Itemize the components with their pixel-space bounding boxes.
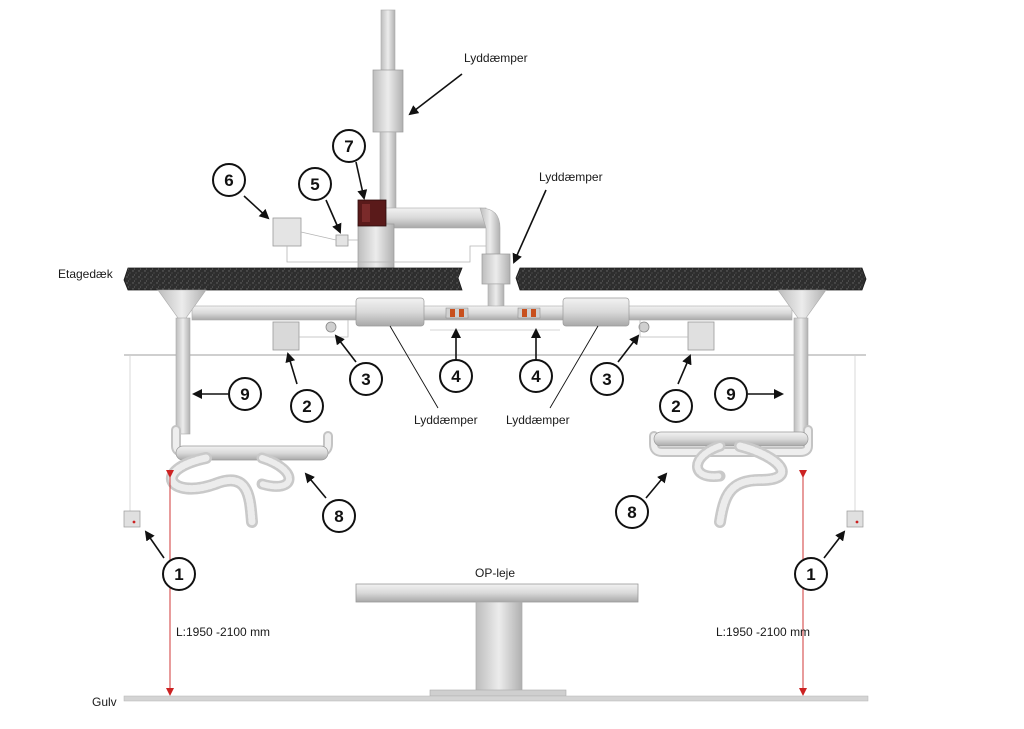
hose-unit-left bbox=[166, 425, 333, 528]
callout-7-circle bbox=[332, 129, 366, 163]
callout-numbers: 6 5 7 9 9 2 2 3 3 4 4 8 8 1 1 bbox=[174, 137, 815, 584]
wire-box2-left bbox=[299, 320, 349, 338]
control-box-2-left bbox=[272, 321, 300, 351]
label-length-right: L:1950 -2100 mm bbox=[716, 625, 810, 639]
callout-9-right: 9 bbox=[726, 385, 735, 404]
arrow-2-right bbox=[677, 354, 692, 385]
callout-1-left: 1 bbox=[174, 565, 183, 584]
upper-elbow bbox=[479, 207, 501, 255]
callout-circles bbox=[162, 129, 828, 591]
callout-5: 5 bbox=[310, 175, 319, 194]
arrow-3-left bbox=[334, 334, 357, 363]
wire-box2-right bbox=[639, 320, 688, 338]
label-silencer-mid: Lyddæmper bbox=[539, 170, 603, 184]
label-floor: Gulv bbox=[92, 695, 117, 709]
upper-horizontal-duct bbox=[379, 207, 487, 229]
callout-6-circle bbox=[212, 163, 246, 197]
label-ceiling: Etagedæk bbox=[58, 267, 114, 281]
arrow-7 bbox=[355, 161, 368, 200]
arrow-1-left bbox=[144, 530, 165, 559]
label-length-left: L:1950 -2100 mm bbox=[176, 625, 270, 639]
callout-4-left: 4 bbox=[451, 367, 461, 386]
callout-4-right-circle bbox=[519, 359, 553, 393]
ceiling-slab-left bbox=[123, 267, 463, 291]
arrow-silencer-top bbox=[408, 73, 463, 116]
arrow-2-left bbox=[285, 352, 298, 385]
main-horizontal-duct bbox=[191, 305, 793, 321]
wall-switch-1-left bbox=[123, 510, 141, 528]
exhaust-pipe-top bbox=[380, 9, 396, 73]
callout-8-left: 8 bbox=[334, 507, 343, 526]
fan-housing bbox=[357, 223, 395, 269]
label-silencer-low-left: Lyddæmper bbox=[414, 413, 478, 427]
control-box-6 bbox=[272, 217, 302, 247]
callout-2-left: 2 bbox=[302, 397, 311, 416]
callout-9-left-circle bbox=[228, 377, 262, 411]
callout-8-right-circle bbox=[615, 495, 649, 529]
floor-line bbox=[123, 695, 869, 702]
callout-3-left-circle bbox=[349, 362, 383, 396]
callout-2-right: 2 bbox=[671, 397, 680, 416]
silencer-mid bbox=[481, 253, 511, 285]
damper-3-left bbox=[325, 321, 337, 333]
operating-table-column bbox=[475, 601, 523, 693]
callout-9-right-circle bbox=[714, 377, 748, 411]
label-table: OP-leje bbox=[475, 566, 515, 580]
silencer-low-left bbox=[355, 297, 425, 327]
heater-left bbox=[445, 307, 469, 319]
hose-unit-right bbox=[649, 425, 813, 528]
silencer-low-right bbox=[562, 297, 630, 327]
arrow-8-left bbox=[304, 472, 327, 499]
callout-3-right: 3 bbox=[602, 370, 611, 389]
fan-motor-highlight bbox=[362, 204, 370, 222]
callout-4-right: 4 bbox=[531, 367, 541, 386]
callout-5-circle bbox=[298, 167, 332, 201]
arrow-5 bbox=[325, 199, 342, 234]
control-wire-6-5 bbox=[300, 231, 337, 241]
exhaust-pipe-mid bbox=[379, 131, 397, 211]
callout-2-right-circle bbox=[659, 389, 693, 423]
label-silencer-low-right: Lyddæmper bbox=[506, 413, 570, 427]
control-wire-upper bbox=[286, 245, 486, 263]
operating-table-base bbox=[429, 689, 567, 697]
damper-3-right bbox=[638, 321, 650, 333]
wall-switch-1-right-led bbox=[855, 520, 859, 524]
arrow-8-right bbox=[645, 472, 668, 499]
leader-silencer-low-right bbox=[549, 325, 599, 409]
callout-2-left-circle bbox=[290, 389, 324, 423]
leader-silencer-low-left bbox=[389, 325, 439, 409]
pointer-arrows bbox=[144, 73, 846, 559]
sensor-box-5 bbox=[335, 234, 349, 247]
heater-right bbox=[517, 307, 541, 319]
callout-3-left: 3 bbox=[361, 370, 370, 389]
callout-7: 7 bbox=[344, 137, 353, 156]
callout-8-left-circle bbox=[322, 499, 356, 533]
control-box-2-right bbox=[687, 321, 715, 351]
callout-8-right: 8 bbox=[627, 503, 636, 522]
callout-1-left-circle bbox=[162, 557, 196, 591]
vertical-drop-left bbox=[175, 317, 191, 435]
callout-9-left: 9 bbox=[240, 385, 249, 404]
vertical-drop-right bbox=[793, 317, 809, 435]
wall-switch-1-left-led bbox=[132, 520, 136, 524]
callout-6: 6 bbox=[224, 171, 233, 190]
arrow-silencer-mid bbox=[512, 189, 547, 264]
arrow-3-right bbox=[617, 334, 640, 363]
ceiling-slab-right bbox=[515, 267, 867, 291]
silencer-top bbox=[372, 69, 404, 133]
label-silencer-top: Lyddæmper bbox=[464, 51, 528, 65]
arrow-1-right bbox=[823, 530, 846, 559]
wall-switch-1-right bbox=[846, 510, 864, 528]
callout-1-right-circle bbox=[794, 557, 828, 591]
operating-table-top bbox=[355, 583, 639, 603]
callout-1-right: 1 bbox=[806, 565, 815, 584]
arrow-6 bbox=[243, 195, 270, 220]
callout-4-left-circle bbox=[439, 359, 473, 393]
callout-3-right-circle bbox=[590, 362, 624, 396]
